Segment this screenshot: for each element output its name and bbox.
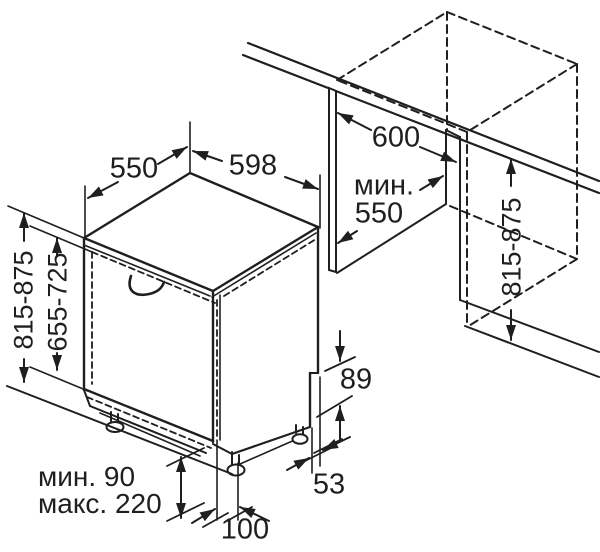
left-cabinet-panel bbox=[328, 86, 337, 274]
dimension-base-rear-height: 89 bbox=[339, 363, 373, 396]
dimension-niche-depth-min-word: мин. bbox=[353, 169, 415, 202]
dimension-niche-depth-min-value: 550 bbox=[354, 197, 404, 230]
dimension-door-panel-height-range: 655-725 bbox=[42, 252, 73, 352]
door-handle-arc bbox=[128, 274, 166, 297]
dimension-appliance-height-range: 815-875 bbox=[8, 250, 39, 350]
dishwasher-door-dashed-outline bbox=[86, 238, 317, 449]
dimension-niche-height-range: 815-875 bbox=[496, 197, 527, 297]
dimension-plinth-height-min: мин. 90 bbox=[38, 461, 136, 492]
dimension-appliance-width: 598 bbox=[228, 149, 278, 182]
worktop-lines bbox=[241, 41, 600, 195]
dimension-niche-width: 600 bbox=[371, 121, 421, 154]
dimension-plinth-recess-depth: 100 bbox=[220, 513, 270, 546]
dimension-plinth-height-max: макс. 220 bbox=[38, 488, 162, 519]
dimension-appliance-depth: 550 bbox=[109, 152, 159, 185]
floor-line bbox=[6, 385, 233, 475]
niche-interior bbox=[336, 129, 600, 378]
extension-lines bbox=[7, 121, 321, 521]
dimension-side-offset: 53 bbox=[312, 468, 346, 501]
niche-outline-dashed bbox=[336, 11, 578, 328]
dimension-arrows bbox=[19, 112, 516, 524]
dishwasher-body bbox=[82, 171, 320, 465]
